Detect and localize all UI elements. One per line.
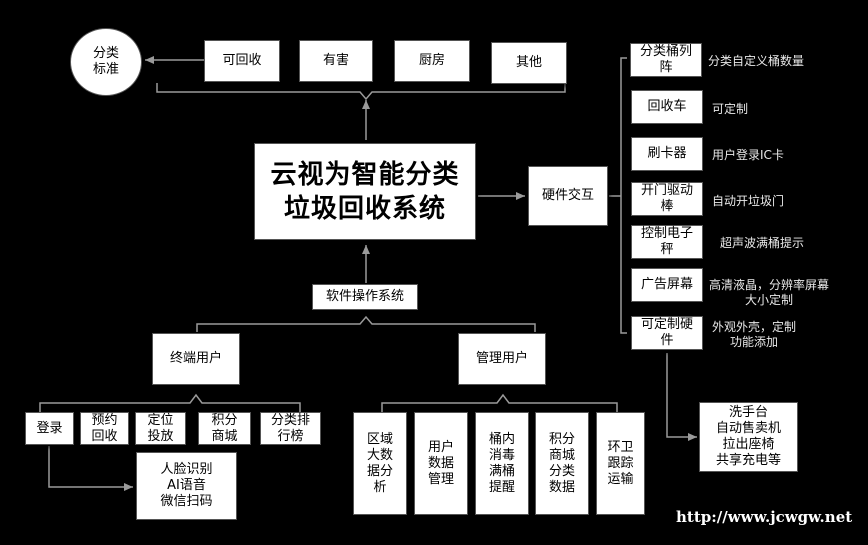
terminal-item-points-mall: 积分 商城 <box>198 412 251 445</box>
admin-item-sanitation-tracking: 环卫 跟踪 运输 <box>596 412 645 515</box>
hardware-desc-ad-screen: 高清液晶，分辨率屏幕 大小定制 <box>709 278 830 307</box>
admin-item-bin-disinfection: 桶内 消毒 满桶 提醒 <box>475 412 529 515</box>
category-recyclable: 可回收 <box>204 40 280 82</box>
terminal-item-login: 登录 <box>25 412 74 445</box>
main-title-node: 云视为智能分类 垃圾回收系统 <box>254 143 476 240</box>
hardware-item-bin-array: 分类桶列 阵 <box>630 43 702 77</box>
hardware-item-ad-screen: 广告屏幕 <box>631 268 703 302</box>
category-hazardous: 有害 <box>299 40 373 82</box>
admin-user-node: 管理用户 <box>458 333 546 385</box>
classification-standard-node: 分类 标准 <box>70 28 142 96</box>
terminal-item-locate: 定位 投放 <box>135 412 186 445</box>
hardware-extras-node: 洗手台 自动售卖机 拉出座椅 共享充电等 <box>699 402 798 472</box>
hardware-desc-door-driver: 自动开垃圾门 <box>712 194 785 208</box>
terminal-item-booking: 预约 回收 <box>80 412 129 445</box>
hardware-item-recycle-truck: 回收车 <box>631 90 703 124</box>
watermark-url: http://www.jcwgw.net <box>676 508 853 526</box>
hardware-desc-electronic-scale: 超声波满桶提示 <box>720 236 805 250</box>
category-kitchen: 厨房 <box>394 40 470 82</box>
admin-item-regional-analytics: 区域 大数 据分 析 <box>353 412 407 515</box>
category-other: 其他 <box>491 42 567 84</box>
admin-item-user-data: 用户 数据 管理 <box>414 412 468 515</box>
hardware-item-door-driver: 开门驱动 棒 <box>631 182 703 216</box>
terminal-user-node: 终端用户 <box>152 333 240 385</box>
login-features-node: 人脸识别 AI语音 微信扫码 <box>136 452 237 520</box>
admin-item-points-data: 积分 商城 分类 数据 <box>535 412 589 515</box>
hardware-desc-recycle-truck: 可定制 <box>712 102 749 116</box>
hardware-item-electronic-scale: 控制电子 秤 <box>631 225 703 259</box>
hardware-desc-card-reader: 用户登录IC卡 <box>712 148 784 162</box>
hardware-interaction-node: 硬件交互 <box>528 166 608 226</box>
hardware-desc-custom-hardware: 外观外壳，定制 功能添加 <box>712 320 797 349</box>
terminal-item-leaderboard: 分类排 行榜 <box>260 412 321 445</box>
hardware-item-card-reader: 刷卡器 <box>631 137 703 171</box>
hardware-item-custom-hardware: 可定制硬 件 <box>631 316 703 350</box>
hardware-desc-bin-array: 分类自定义桶数量 <box>708 54 805 68</box>
software-os-node: 软件操作系统 <box>312 284 418 310</box>
